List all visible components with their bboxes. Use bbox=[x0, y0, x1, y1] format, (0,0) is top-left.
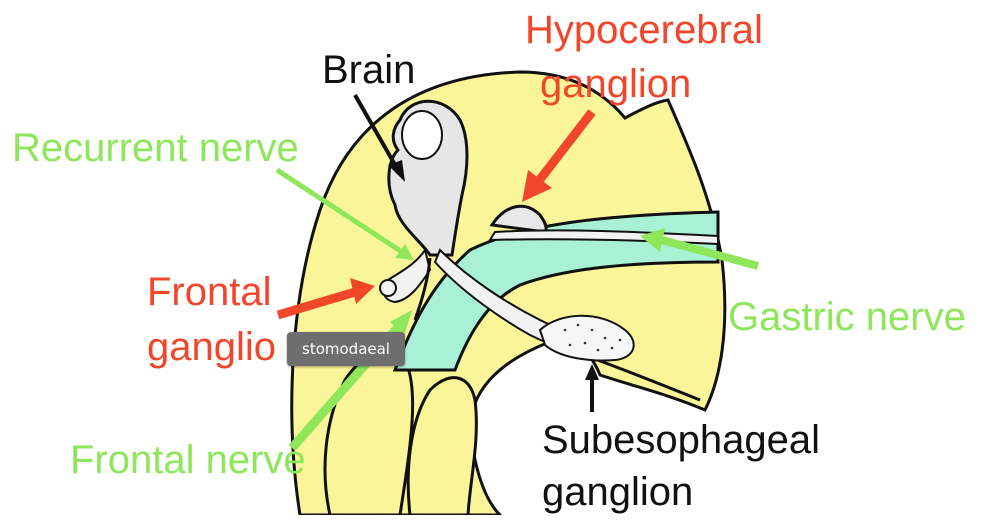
label-subesophageal-line1: Subesophageal bbox=[542, 418, 820, 462]
frontal-ganglion bbox=[380, 280, 396, 296]
label-frontal-ganglion-line1: Frontal bbox=[147, 270, 272, 314]
label-brain: Brain bbox=[322, 48, 415, 92]
brain-lobe bbox=[402, 111, 442, 159]
stomodaeal-tooltip: stomodaeal bbox=[287, 332, 405, 366]
label-subesophageal-line2: ganglion bbox=[542, 470, 693, 514]
label-frontal-ganglion-line2: ganglio bbox=[147, 325, 276, 369]
label-frontal-nerve: Frontal nerve bbox=[70, 438, 306, 482]
label-hypocerebral-line2: ganglion bbox=[540, 62, 691, 106]
label-recurrent-nerve: Recurrent nerve bbox=[12, 126, 299, 170]
label-hypocerebral-line1: Hypocerebral bbox=[525, 8, 763, 52]
label-gastric-nerve: Gastric nerve bbox=[728, 295, 966, 339]
